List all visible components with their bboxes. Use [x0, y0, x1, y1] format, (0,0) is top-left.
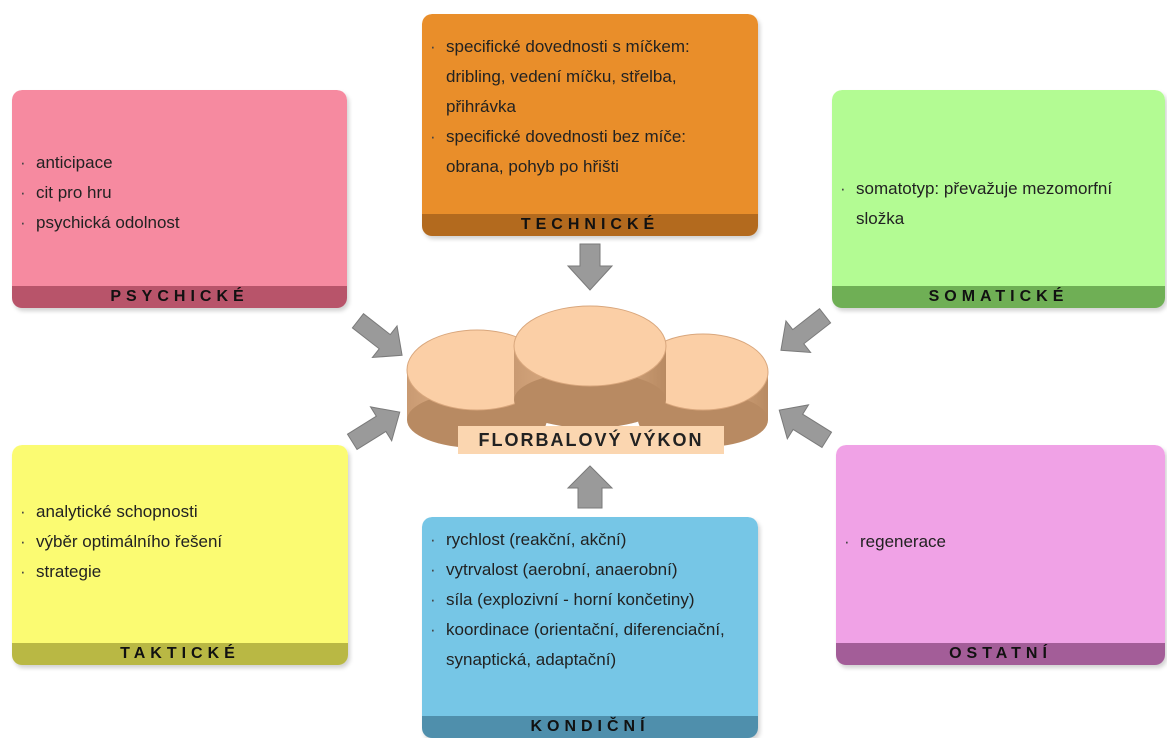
list-item: rychlost (reakční, akční): [422, 525, 746, 555]
takticke-box: analytické schopnosti výběr optimálního …: [12, 445, 348, 665]
list-item: regenerace: [836, 527, 1165, 557]
arrow-left-down-icon: [780, 307, 832, 354]
psychicke-content: anticipace cit pro hru psychická odolnos…: [12, 90, 347, 286]
list-item: koordinace (orientační, diferenciační, s…: [422, 615, 746, 675]
somaticke-box: somatotyp: převažuje mezomorfní složka S…: [832, 90, 1165, 308]
technicke-title: TECHNICKÉ: [422, 214, 758, 236]
kondicni-box: rychlost (reakční, akční) vytrvalost (ae…: [422, 517, 758, 738]
kondicni-content: rychlost (reakční, akční) vytrvalost (ae…: [422, 517, 758, 716]
arrow-down-icon: [566, 243, 614, 291]
list-item: specifické dovednosti bez míče: obrana, …: [422, 122, 742, 182]
disc-right: [637, 333, 769, 447]
somaticke-content: somatotyp: převažuje mezomorfní složka: [832, 90, 1165, 286]
takticke-content: analytické schopnosti výběr optimálního …: [12, 445, 348, 643]
arrow-right-down-icon: [351, 312, 403, 359]
ostatni-box: regenerace OSTATNÍ: [836, 445, 1165, 665]
list-item: anticipace: [12, 148, 347, 178]
list-item: somatotyp: převažuje mezomorfní složka: [832, 174, 1115, 234]
list-item: síla (explozivní - horní končetiny): [422, 585, 746, 615]
takticke-title: TAKTICKÉ: [12, 643, 348, 665]
kondicni-title: KONDIČNÍ: [422, 716, 758, 738]
ostatni-content: regenerace: [836, 445, 1165, 643]
psychicke-box: anticipace cit pro hru psychická odolnos…: [12, 90, 347, 308]
list-item: vytrvalost (aerobní, anaerobní): [422, 555, 746, 585]
list-item: psychická odolnost: [12, 208, 347, 238]
list-item: cit pro hru: [12, 178, 347, 208]
psychicke-title: PSYCHICKÉ: [12, 286, 347, 308]
list-item: specifické dovednosti s míčkem: dribling…: [422, 32, 742, 122]
list-item: analytické schopnosti: [12, 497, 348, 527]
list-item: výběr optimálního řešení: [12, 527, 348, 557]
arrow-left-up-icon: [778, 404, 833, 449]
arrow-up-icon: [566, 465, 614, 509]
ostatni-title: OSTATNÍ: [836, 643, 1165, 665]
center-label: FLORBALOVÝ VÝKON: [458, 426, 724, 454]
disc-center: [513, 305, 667, 428]
technicke-content: specifické dovednosti s míčkem: dribling…: [422, 14, 758, 214]
list-item: strategie: [12, 557, 348, 587]
somaticke-title: SOMATICKÉ: [832, 286, 1165, 308]
arrow-right-up-icon: [346, 406, 401, 451]
technicke-box: specifické dovednosti s míčkem: dribling…: [422, 14, 758, 236]
